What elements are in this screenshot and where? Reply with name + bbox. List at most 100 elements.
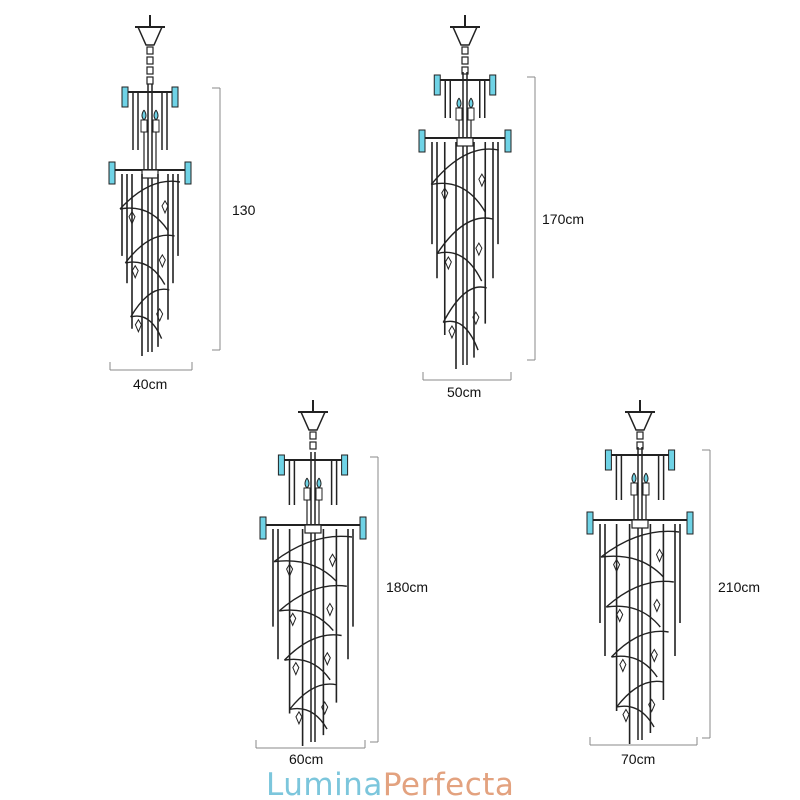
chain-link bbox=[461, 56, 469, 65]
crystal-icon bbox=[489, 74, 497, 96]
chain-link bbox=[461, 46, 469, 55]
candle bbox=[455, 107, 463, 121]
arm-hub bbox=[631, 519, 649, 529]
crystal-icon bbox=[121, 86, 129, 108]
spiral-band bbox=[600, 530, 680, 728]
crystal-drop-icon bbox=[292, 661, 300, 676]
crystal-icon bbox=[586, 511, 594, 535]
crystal-icon bbox=[668, 449, 676, 471]
crystal-drop-icon bbox=[289, 612, 297, 627]
crystal-icon bbox=[418, 129, 426, 153]
crystal-drop-icon bbox=[613, 558, 621, 573]
chain-link bbox=[461, 66, 469, 75]
chain-link bbox=[636, 441, 644, 450]
candle-flame-icon bbox=[316, 477, 322, 489]
crystal-drop-icon bbox=[295, 710, 303, 726]
width-label-model-3: 60cm bbox=[289, 751, 324, 767]
crystal-drop-icon bbox=[328, 553, 337, 568]
candle-flame-icon bbox=[643, 472, 649, 484]
crystal-icon bbox=[604, 449, 612, 471]
candle bbox=[467, 107, 475, 121]
crystal-icon bbox=[108, 161, 116, 185]
logo-part-2: Perfecta bbox=[382, 767, 515, 800]
canopy bbox=[136, 26, 164, 46]
height-label-model-1: 130 bbox=[232, 202, 256, 218]
brand-logo: LuminaPerfecta bbox=[266, 770, 514, 800]
crystal-icon bbox=[277, 454, 285, 476]
crystal-drop-icon bbox=[131, 264, 139, 279]
candle-flame-icon bbox=[153, 109, 159, 121]
crystal-drop-icon bbox=[653, 598, 661, 613]
crystal-drop-icon bbox=[619, 658, 627, 673]
crystal-drop-icon bbox=[472, 311, 480, 326]
crystal-drop-icon bbox=[444, 255, 452, 271]
height-label-model-4: 210cm bbox=[718, 579, 761, 595]
crystal-drop-icon bbox=[156, 307, 164, 323]
candle-flame-icon bbox=[468, 97, 474, 109]
chandelier-model-2 bbox=[418, 15, 536, 381]
candle bbox=[152, 119, 160, 133]
candle bbox=[642, 482, 650, 496]
candle bbox=[630, 482, 638, 496]
crystal-drop-icon bbox=[475, 242, 483, 257]
height-label-model-3: 180cm bbox=[386, 579, 429, 595]
crystal-drop-icon bbox=[441, 186, 449, 202]
crystal-drop-icon bbox=[286, 563, 294, 578]
chain-link bbox=[146, 76, 154, 85]
chain-link bbox=[146, 56, 154, 65]
logo-part-1: Lumina bbox=[266, 767, 383, 800]
width-label-model-4: 70cm bbox=[621, 751, 656, 767]
crystal-icon bbox=[259, 516, 267, 540]
crystal-icon bbox=[504, 129, 512, 153]
chandelier-model-1 bbox=[108, 15, 221, 371]
candle-flame-icon bbox=[631, 472, 637, 484]
crystal-icon bbox=[433, 74, 441, 96]
spiral-band bbox=[273, 535, 353, 730]
candle-flame-icon bbox=[304, 477, 310, 489]
arm-hub bbox=[456, 137, 474, 147]
crystal-drop-icon bbox=[648, 698, 656, 713]
crystal-drop-icon bbox=[321, 701, 329, 716]
crystal-drop-icon bbox=[655, 548, 664, 563]
height-label-model-2: 170cm bbox=[542, 211, 585, 227]
canopy bbox=[299, 411, 327, 431]
canopy bbox=[626, 411, 654, 431]
chain-link bbox=[146, 66, 154, 75]
candle bbox=[140, 119, 148, 133]
crystal-icon bbox=[184, 161, 192, 185]
chandelier-model-4 bbox=[586, 400, 711, 746]
candle-flame-icon bbox=[456, 97, 462, 109]
crystal-icon bbox=[686, 511, 694, 535]
crystal-drop-icon bbox=[161, 199, 169, 215]
crystal-drop-icon bbox=[650, 648, 658, 663]
crystal-drop-icon bbox=[326, 602, 334, 617]
crystal-drop-icon bbox=[128, 210, 136, 225]
crystal-icon bbox=[171, 86, 179, 108]
candle bbox=[303, 487, 311, 501]
chain-link bbox=[309, 431, 317, 440]
spiral-band bbox=[430, 148, 499, 351]
crystal-drop-icon bbox=[478, 173, 486, 188]
crystal-drop-icon bbox=[134, 318, 142, 333]
crystal-drop-icon bbox=[323, 651, 331, 667]
canopy bbox=[451, 26, 479, 46]
width-label-model-1: 40cm bbox=[133, 376, 168, 392]
chain-link bbox=[146, 46, 154, 55]
chain-link bbox=[309, 441, 317, 450]
spiral-band bbox=[119, 180, 181, 339]
crystal-icon bbox=[359, 516, 367, 540]
crystal-drop-icon bbox=[622, 708, 630, 723]
width-label-model-2: 50cm bbox=[447, 384, 482, 400]
candle-flame-icon bbox=[141, 109, 147, 121]
crystal-drop-icon bbox=[616, 608, 624, 623]
crystal-icon bbox=[341, 454, 349, 476]
candle bbox=[315, 487, 323, 501]
crystal-drop-icon bbox=[158, 253, 166, 269]
crystal-drop-icon bbox=[448, 324, 456, 340]
arm-hub bbox=[304, 524, 322, 534]
chain-link bbox=[636, 431, 644, 440]
chandelier-model-3 bbox=[255, 400, 379, 749]
arm-hub bbox=[141, 169, 159, 179]
